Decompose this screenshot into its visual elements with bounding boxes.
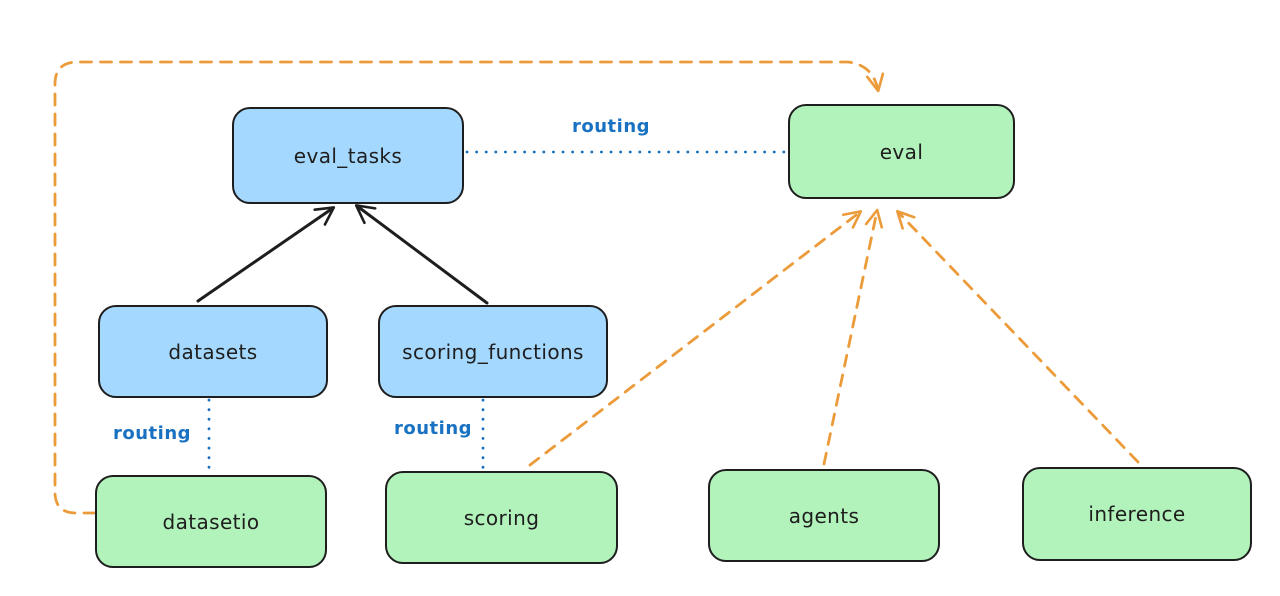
node-agents-label: agents bbox=[788, 503, 860, 528]
node-datasetio: datasetio bbox=[95, 475, 327, 568]
node-inference: inference bbox=[1022, 467, 1252, 561]
node-inference-label: inference bbox=[1088, 502, 1186, 526]
node-scoring-label: scoring bbox=[463, 505, 540, 530]
edge-scoringfunctions-evaltasks-arrow bbox=[354, 204, 489, 305]
node-scoring: scoring bbox=[385, 471, 618, 564]
node-eval-label: eval bbox=[879, 139, 924, 164]
node-datasets: datasets bbox=[98, 305, 328, 398]
edge-scoring-eval-arrow bbox=[528, 210, 863, 467]
edge-datasetio-eval-loop-arrow bbox=[53, 60, 885, 515]
edge-label-routing-left: routing bbox=[113, 423, 192, 444]
node-eval-tasks-label: eval_tasks bbox=[293, 143, 403, 168]
node-datasetio-label: datasetio bbox=[162, 509, 260, 534]
edge-agents-eval-arrow bbox=[822, 208, 884, 466]
node-datasets-label: datasets bbox=[168, 339, 258, 364]
node-scoring-functions-label: scoring_functions bbox=[402, 339, 584, 364]
edge-label-routing-top: routing bbox=[572, 116, 651, 137]
node-eval: eval bbox=[788, 104, 1015, 199]
node-eval-tasks: eval_tasks bbox=[232, 107, 464, 204]
edge-label-routing-mid: routing bbox=[394, 418, 473, 439]
node-scoring-functions: scoring_functions bbox=[378, 305, 608, 398]
node-agents: agents bbox=[708, 469, 940, 562]
edge-inference-eval-arrow bbox=[896, 209, 1140, 464]
edge-datasets-evaltasks-arrow bbox=[196, 206, 336, 303]
